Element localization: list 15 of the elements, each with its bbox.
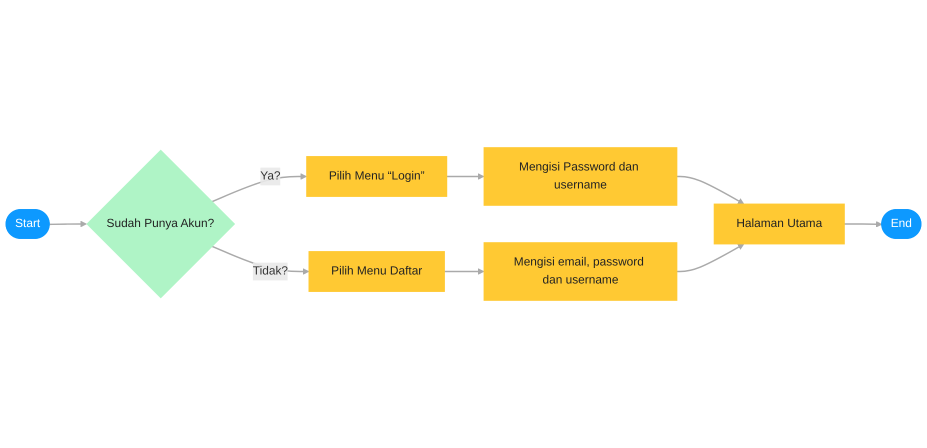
arrow: [676, 176, 744, 204]
node-box: Pilih Menu “Login”: [306, 156, 448, 197]
edge-label: Tidak?: [252, 264, 288, 278]
node-box: Halaman Utama: [714, 204, 845, 244]
node-box: Mengisi email, password dan username: [484, 242, 678, 301]
arrow: [676, 244, 744, 272]
arrow: [212, 173, 307, 202]
edge-label: Ya?: [260, 170, 281, 182]
node-box: Mengisi Password dan username: [484, 147, 678, 206]
arrow: [844, 221, 882, 228]
arrow: [50, 220, 87, 228]
node-box: Pilih Menu Daftar: [308, 251, 445, 292]
arrow: [444, 268, 484, 275]
node-diamond: Sudah Punya Akun?: [86, 150, 236, 298]
arrow: [446, 173, 484, 180]
